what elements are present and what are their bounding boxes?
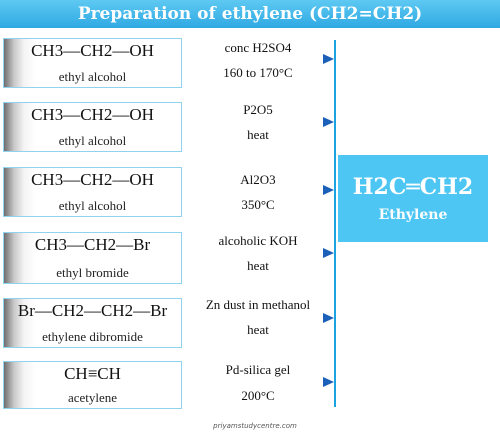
condition-top: conc H2SO4 — [224, 40, 292, 55]
reactant-box-6: CH≡CH acetylene — [3, 361, 182, 409]
condition-top: Zn dust in methanol — [205, 297, 311, 312]
condition-bottom: 200°C — [241, 388, 275, 403]
reactant-name: ethyl alcohol — [58, 69, 127, 84]
reactant-box-2: CH3—CH2—OH ethyl alcohol — [3, 102, 182, 152]
reactant-name: acetylene — [67, 390, 118, 405]
reactant-formula: CH3—CH2—OH — [31, 105, 154, 124]
condition-bottom: heat — [247, 127, 269, 142]
condition-bottom: 350°C — [241, 197, 275, 212]
diagram-title-bar: Preparation of ethylene (CH2=CH2) — [0, 0, 500, 28]
product-name: Ethylene — [378, 207, 448, 223]
condition-top: Pd-silica gel — [225, 362, 291, 377]
reactant-name: ethyl bromide — [56, 265, 129, 280]
reaction-arrow-5 — [183, 313, 334, 323]
reactant-name: ethyl alcohol — [58, 198, 127, 213]
reactant-name: ethylene dibromide — [42, 329, 143, 344]
reactant-box-1: CH3—CH2—OH ethyl alcohol — [3, 38, 182, 88]
reactant-box-3: CH3—CH2—OH ethyl alcohol — [3, 167, 182, 217]
reactant-formula: CH≡CH — [64, 364, 121, 383]
reaction-arrow-2 — [183, 117, 334, 127]
condition-bottom: heat — [247, 258, 269, 273]
reaction-arrow-6 — [183, 377, 334, 387]
condition-top: alcoholic KOH — [218, 233, 298, 248]
reaction-arrow-1 — [183, 54, 334, 64]
product-box: H2C═CH2 Ethylene — [338, 155, 488, 242]
reactant-formula: CH3—CH2—OH — [31, 41, 154, 60]
reactant-formula: Br—CH2—CH2—Br — [17, 301, 168, 320]
reactant-box-4: CH3—CH2—Br ethyl bromide — [3, 232, 182, 284]
reactant-formula: CH3—CH2—OH — [31, 170, 154, 189]
reactant-box-5: Br—CH2—CH2—Br ethylene dibromide — [3, 298, 182, 348]
condition-bottom: heat — [247, 322, 269, 337]
condition-top: P2O5 — [243, 102, 273, 117]
website-credit: priyamstudycentre.com — [213, 422, 297, 430]
reactant-name: ethyl alcohol — [58, 133, 127, 148]
collector-line — [334, 40, 336, 407]
condition-bottom: 160 to 170°C — [223, 65, 293, 80]
reaction-arrow-3 — [183, 185, 334, 195]
condition-top: Al2O3 — [240, 172, 276, 187]
product-formula: H2C═CH2 — [352, 174, 474, 200]
reactant-formula: CH3—CH2—Br — [34, 235, 151, 254]
reaction-arrow-4 — [183, 248, 334, 258]
diagram-title: Preparation of ethylene (CH2=CH2) — [77, 4, 423, 24]
